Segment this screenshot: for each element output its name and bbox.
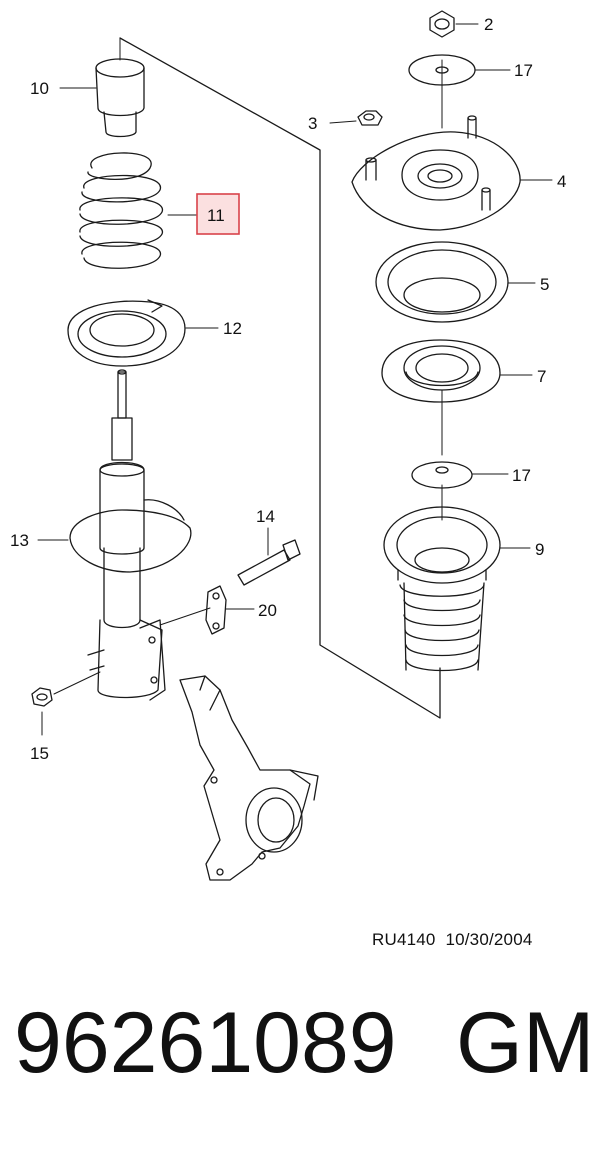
flange-nut xyxy=(329,110,383,126)
callout-15: 15 xyxy=(30,744,49,763)
top-nut xyxy=(429,10,479,38)
part-number: 96261089 xyxy=(14,995,397,1091)
callout-11: 11 xyxy=(207,206,225,225)
callout-10: 10 xyxy=(30,79,49,98)
callout-5: 5 xyxy=(540,275,549,294)
callout-9: 9 xyxy=(535,540,544,559)
washer-upper xyxy=(408,54,511,86)
strut-mount xyxy=(351,115,553,231)
assembly-frame xyxy=(119,37,441,719)
coil-spring xyxy=(79,152,199,269)
callout-13: 13 xyxy=(10,531,29,550)
callout-20: 20 xyxy=(258,601,277,620)
bump-rubber xyxy=(59,58,145,138)
callout-2: 2 xyxy=(484,15,493,34)
callout-3: 3 xyxy=(308,114,317,133)
reference-code: RU4140 xyxy=(372,930,436,949)
dust-boot xyxy=(383,506,531,672)
callout-11-highlight xyxy=(196,193,240,235)
callout-17-upper: 17 xyxy=(514,61,533,80)
callout-14: 14 xyxy=(256,507,275,526)
bracket xyxy=(159,585,255,635)
reference-label: RU4140 10/30/2004 xyxy=(372,930,533,950)
spring-seat-ring xyxy=(375,241,536,323)
callout-17-lower: 17 xyxy=(512,466,531,485)
reference-date: 10/30/2004 xyxy=(445,930,533,949)
strut-bearing xyxy=(381,339,533,403)
washer-lower xyxy=(411,461,509,489)
brand-name: GM xyxy=(456,995,595,1091)
callout-12: 12 xyxy=(223,319,242,338)
bolt xyxy=(237,527,301,586)
callout-4: 4 xyxy=(557,172,566,191)
lower-spring-seat xyxy=(67,299,219,367)
callout-7: 7 xyxy=(537,367,546,386)
lower-nut xyxy=(31,671,101,736)
strut-assembly-diagram: 2 17 3 4 5 7 17 9 10 11 12 13 14 20 15 xyxy=(10,10,566,881)
strut-body xyxy=(37,369,192,701)
steering-knuckle xyxy=(179,675,319,881)
